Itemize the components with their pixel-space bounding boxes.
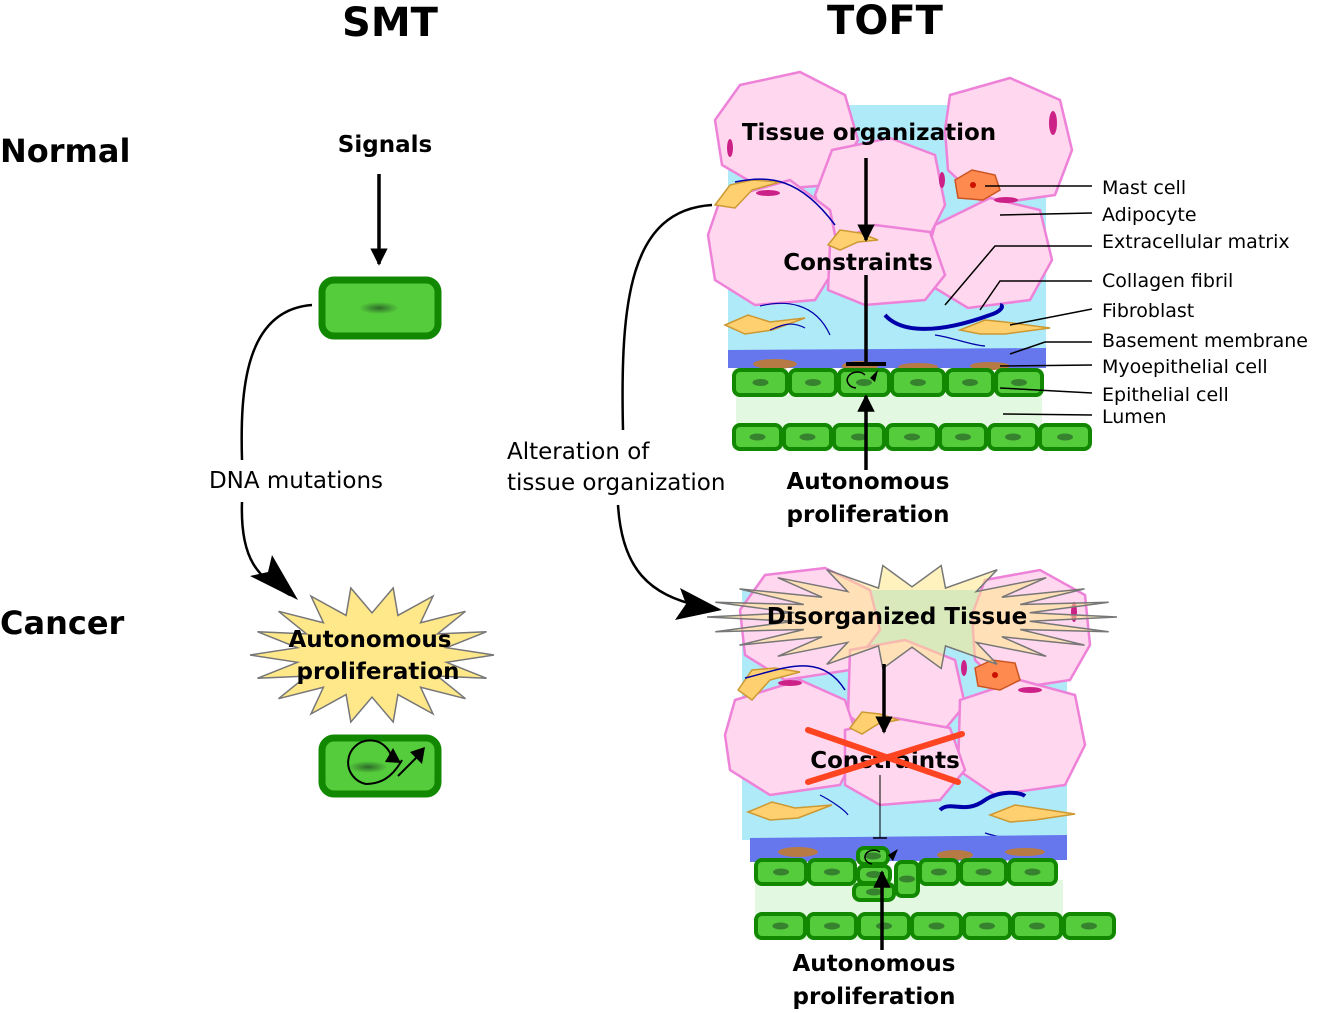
toft-normal-tissue: Tissue organization Constraints Autonomo… xyxy=(706,70,1092,528)
smt-burst-line2: proliferation xyxy=(297,659,460,685)
toft-normal-epithelium xyxy=(732,368,1092,451)
cell-nucleus xyxy=(928,922,945,930)
toft-column-title: TOFT xyxy=(827,0,944,44)
cell-nucleus xyxy=(962,379,978,386)
legend-item-label: Mast cell xyxy=(1102,177,1186,199)
self-renewal-loop-icon xyxy=(347,739,403,786)
legend-item-label: Extracellular matrix xyxy=(1102,231,1290,253)
cell-nucleus xyxy=(904,433,920,441)
cell-nucleus xyxy=(979,922,995,930)
alteration-line1: Alteration of xyxy=(507,439,650,465)
crossed-out-x-icon xyxy=(805,727,965,785)
legend-item-label: Epithelial cell xyxy=(1102,384,1229,406)
smt-proliferation-burst xyxy=(249,586,495,724)
disorganized-tissue-label: Disorganized Tissue xyxy=(767,604,1027,630)
legend-leader-line xyxy=(999,387,1093,394)
tissue-organization-label: Tissue organization xyxy=(742,120,996,146)
dna-mutations-label: DNA mutations xyxy=(209,468,383,494)
cell-nucleus xyxy=(805,379,821,386)
signals-label: Signals xyxy=(338,132,432,158)
constraints-label: Constraints xyxy=(783,250,933,276)
cell-nucleus xyxy=(910,379,926,386)
legend-leader-line xyxy=(1009,308,1093,326)
cell-nucleus xyxy=(876,922,892,930)
cell-nucleus xyxy=(749,433,766,441)
legend-leader-line xyxy=(1009,341,1092,355)
cell-nucleus xyxy=(865,852,881,860)
smt-burst-line1: Autonomous xyxy=(289,627,452,653)
cell-nucleus xyxy=(899,875,915,883)
cancer-row-label: Cancer xyxy=(0,604,125,642)
legend-leader-line xyxy=(1002,413,1093,416)
normal-row-label: Normal xyxy=(0,132,130,170)
alteration-line2: tissue organization xyxy=(507,470,725,496)
legend-leader-line xyxy=(979,280,1092,311)
cell-nucleus xyxy=(799,433,816,441)
toft-cancer-tissue: Disorganized Tissue Constraints Autonomo… xyxy=(706,564,1118,1010)
smt-cancer-cell xyxy=(318,734,442,798)
disorganized-tissue-burst xyxy=(706,564,1118,670)
cell-nucleus xyxy=(1011,379,1027,386)
smt-panel: Signals DNA mutations Autonomous prolife… xyxy=(209,132,495,798)
cell-nucleus xyxy=(824,922,840,930)
toft-auto-line2: proliferation xyxy=(787,502,950,528)
cell-nucleus xyxy=(1057,433,1073,441)
cell-nucleus xyxy=(1029,922,1045,930)
cell-nucleus xyxy=(1024,868,1041,876)
smt-column-title: SMT xyxy=(342,0,439,46)
legend-leader-line xyxy=(999,212,1093,216)
legend-item-label: Adipocyte xyxy=(1102,204,1197,226)
legend-leader-line xyxy=(944,245,1092,306)
cell-nucleus xyxy=(1005,433,1021,441)
legend-item-label: Lumen xyxy=(1102,406,1167,428)
toft-auto2-line2: proliferation xyxy=(793,984,956,1010)
cell-nucleus xyxy=(931,868,947,876)
legend-item-label: Collagen fibril xyxy=(1102,270,1233,292)
dna-mutation-arrowhead xyxy=(250,555,298,600)
dna-mutation-arrow xyxy=(240,303,313,597)
legend-item-label: Fibroblast xyxy=(1102,300,1194,322)
legend-item-label: Basement membrane xyxy=(1102,330,1308,352)
cell-nucleus xyxy=(866,888,882,896)
alteration-arrow xyxy=(616,203,713,608)
legend-item-label: Myoepithelial cell xyxy=(1102,356,1268,378)
toft-cancer-epithelium xyxy=(754,846,1116,940)
cell-nucleus xyxy=(773,868,789,876)
toft-auto-line1: Autonomous xyxy=(787,469,950,495)
smt-normal-cell xyxy=(318,276,442,340)
cell-nucleus xyxy=(975,868,992,876)
cell-nucleus xyxy=(824,868,840,876)
legend-leader-line xyxy=(999,364,1093,367)
cell-nucleus xyxy=(856,379,872,386)
cell-nucleus xyxy=(866,871,882,878)
cell-nucleus xyxy=(851,433,867,441)
mast-cell xyxy=(954,169,1001,201)
toft-auto2-line1: Autonomous xyxy=(793,951,956,977)
cell-nucleus xyxy=(1081,922,1097,930)
cell-nucleus xyxy=(955,433,971,441)
cell-nucleus xyxy=(772,922,789,930)
cell-nucleus xyxy=(752,379,769,386)
